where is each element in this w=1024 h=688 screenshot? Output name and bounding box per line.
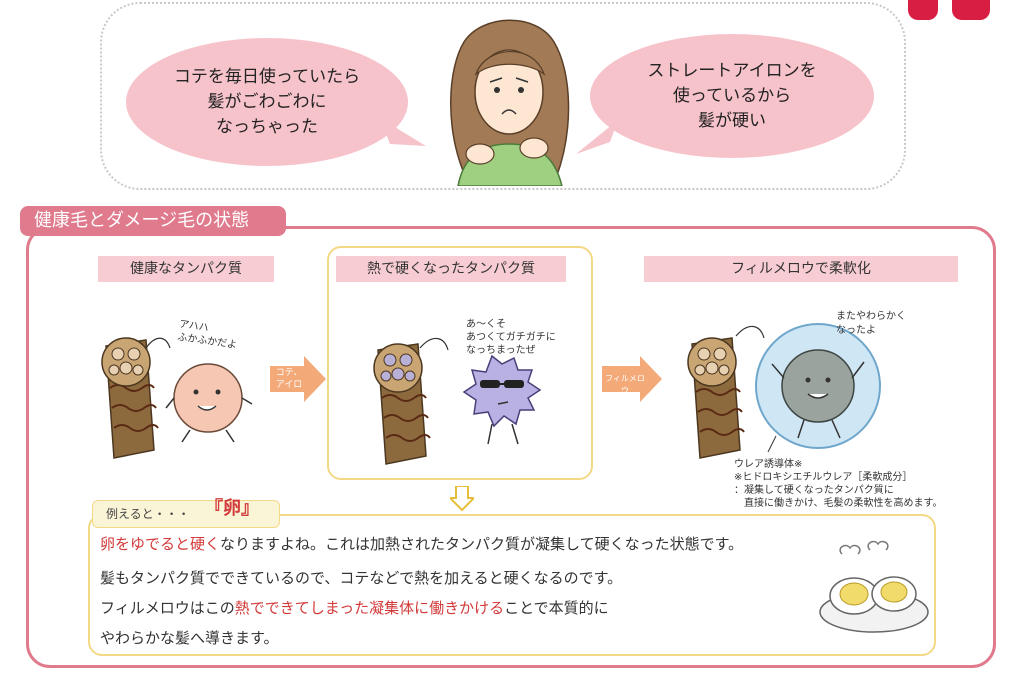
arrow-1-icon (270, 356, 326, 402)
down-arrow-icon (450, 486, 474, 512)
damaged-column-frame (327, 246, 593, 480)
arrow-2-icon (602, 356, 662, 402)
egg-line-1: 卵をゆでると硬くなりますよね。これは加熱されたタンパク質が凝集して硬くなった状態… (100, 534, 743, 554)
speech-bubble-right: ストレートアイロンを 使っているから 髪が硬い (590, 34, 874, 158)
speech-bubble-right-tail (576, 120, 618, 154)
egg-analogy-tab (92, 500, 280, 528)
boiled-egg-illustration (819, 540, 929, 633)
section-frame (26, 226, 996, 668)
speech-bubble-left: コテを毎日使っていたら 髪がごわごわに なっちゃった (126, 38, 408, 166)
arrow-1-label: コテ、 アイロン (275, 368, 303, 402)
damaged-speech: あ～くそ あつくてガチガチに なっちまったぜ (466, 319, 556, 356)
arrow-2-label: フィルメロウ (605, 374, 645, 395)
product-jar-image (952, 0, 990, 20)
egg-line-1-red: 卵をゆでると硬く (100, 535, 221, 553)
egg-line-3-red: 熱でできてしまった凝集体に働きかける (234, 599, 505, 617)
urea-note-line-3: ：凝集して硬くなったタンパク質に (734, 485, 894, 496)
egg-line-4: やわらかな髪へ導きます。 (100, 629, 279, 647)
scene-frame (100, 2, 906, 190)
healthy-hair-illustration (101, 337, 253, 459)
egg-tab-egg: 『卵』 (205, 498, 259, 519)
speech-bubble-left-tail (380, 118, 426, 146)
egg-line-3-a: フィルメロウはこの (100, 599, 235, 617)
urea-note-line-4: 直接に働きかけ、毛髪の柔軟性を高めます。 (734, 498, 943, 509)
column-label-softened: フィルメロウで柔軟化 (644, 256, 958, 282)
speech-bubble-left-text: コテを毎日使っていたら 髪がごわごわに なっちゃった (173, 66, 361, 137)
column-label-healthy: 健康なタンパク質 (98, 256, 274, 282)
worried-woman-illustration (450, 19, 570, 186)
speech-bubble-right-text: ストレートアイロンを 使っているから 髪が硬い (647, 60, 817, 131)
column-label-damaged: 熱で硬くなったタンパク質 (336, 256, 566, 282)
egg-tab-label: 例えると・・・ (106, 507, 190, 521)
urea-note: ウレア誘導体※ ※ヒドロキシエチルウレア［柔軟成分］ ：凝集して硬くなったタンパ… (734, 458, 943, 510)
damaged-hair-illustration (373, 337, 542, 465)
section-title: 健康毛とダメージ毛の状態 (20, 206, 286, 236)
egg-line-2: 髪もタンパク質でできているので、コテなどで熱を加えると硬くなるのです。 (100, 569, 623, 587)
softened-hair-illustration (687, 323, 881, 459)
egg-line-3-b: ことで本質的に (504, 599, 609, 617)
product-bottle-image (908, 0, 938, 20)
urea-note-line-2: ※ヒドロキシエチルウレア［柔軟成分］ (734, 472, 913, 483)
egg-analogy-box (88, 514, 936, 656)
egg-line-1-rest: なりますよね。これは加熱されたタンパク質が凝集して硬くなった状態です。 (220, 535, 744, 553)
softened-speech: またやわらかく なったよ (836, 311, 906, 336)
urea-note-line-1: ウレア誘導体※ (734, 459, 803, 470)
egg-line-3: フィルメロウはこの熱でできてしまった凝集体に働きかけることで本質的に (100, 598, 609, 618)
